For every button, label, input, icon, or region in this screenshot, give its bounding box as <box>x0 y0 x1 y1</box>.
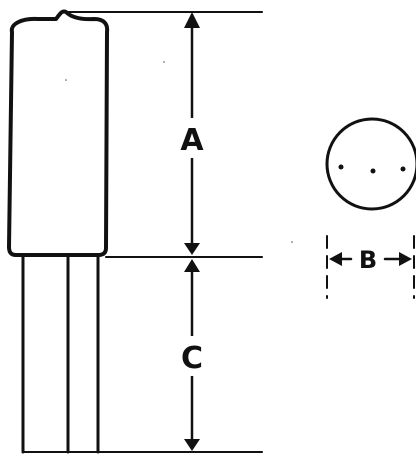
dimension-c: C <box>172 259 212 451</box>
dimension-a-label-gap <box>172 118 212 158</box>
end-view-pin-right <box>400 166 406 172</box>
dimension-b: B <box>326 235 415 299</box>
dimension-c-arrow-top <box>184 259 200 272</box>
component-body <box>7 9 110 257</box>
scan-specks <box>65 61 293 243</box>
extension-lines <box>22 11 263 453</box>
dimension-b-arrow-right <box>399 252 412 266</box>
dimension-b-arrow-left <box>329 252 342 266</box>
dimension-a-arrow-bottom <box>184 243 200 255</box>
end-view-circle <box>325 117 416 211</box>
component-leads <box>21 254 100 454</box>
dimension-c-arrow-bottom <box>184 439 200 451</box>
dimension-a-label: A <box>180 123 204 158</box>
dimension-a-arrow-top <box>184 12 200 28</box>
end-view-pin-left <box>338 164 344 170</box>
speck <box>163 61 165 63</box>
speck <box>65 79 67 81</box>
dimension-c-label: C <box>181 341 203 376</box>
body-outline <box>7 9 110 257</box>
dimension-b-label: B <box>359 246 377 274</box>
end-view <box>325 117 416 211</box>
end-view-pin-center <box>370 168 376 174</box>
dimension-c-label-gap <box>172 336 212 376</box>
dimension-a: A <box>172 12 212 255</box>
speck <box>291 241 293 243</box>
